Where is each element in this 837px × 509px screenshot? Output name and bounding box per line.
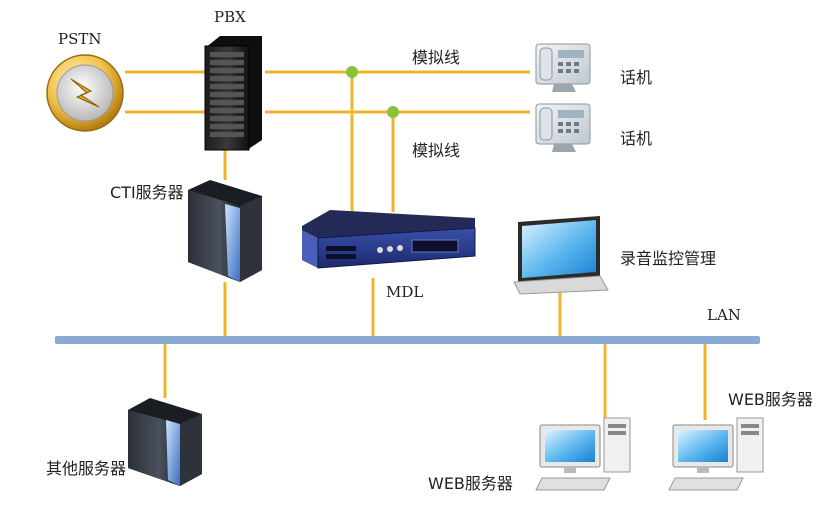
junction-dot-top xyxy=(346,66,358,78)
mdl-label: MDL xyxy=(386,283,424,301)
cti-server-icon xyxy=(188,180,262,282)
cti-server-label: CTI服务器 xyxy=(110,183,184,202)
web-server-2-icon xyxy=(668,417,764,491)
lan-label: LAN xyxy=(707,306,741,324)
lan-bus xyxy=(55,336,760,344)
phone-1-label: 话机 xyxy=(620,68,653,87)
pbx-server-icon xyxy=(204,36,262,151)
phone-icon-2 xyxy=(535,103,591,152)
web-server-1-icon xyxy=(535,417,631,491)
recording-monitor-laptop-icon xyxy=(513,216,609,295)
pbx-label: PBX xyxy=(214,8,246,26)
analog-line-label-bottom: 模拟线 xyxy=(412,141,461,160)
other-server-icon xyxy=(128,398,202,486)
analog-line-label-top: 模拟线 xyxy=(412,48,461,67)
other-server-label: 其他服务器 xyxy=(46,459,127,478)
pstn-label: PSTN xyxy=(58,30,102,48)
connection-lines xyxy=(125,70,707,420)
recording-monitor-label: 录音监控管理 xyxy=(620,249,717,268)
junction-dot-bottom xyxy=(387,106,399,118)
phone-icon-1 xyxy=(535,43,591,92)
pstn-icon xyxy=(46,54,124,132)
web-server-1-label: WEB服务器 xyxy=(428,474,513,493)
phone-2-label: 话机 xyxy=(620,129,653,148)
web-server-2-label: WEB服务器 xyxy=(728,390,813,409)
mdl-device-icon xyxy=(302,210,476,269)
